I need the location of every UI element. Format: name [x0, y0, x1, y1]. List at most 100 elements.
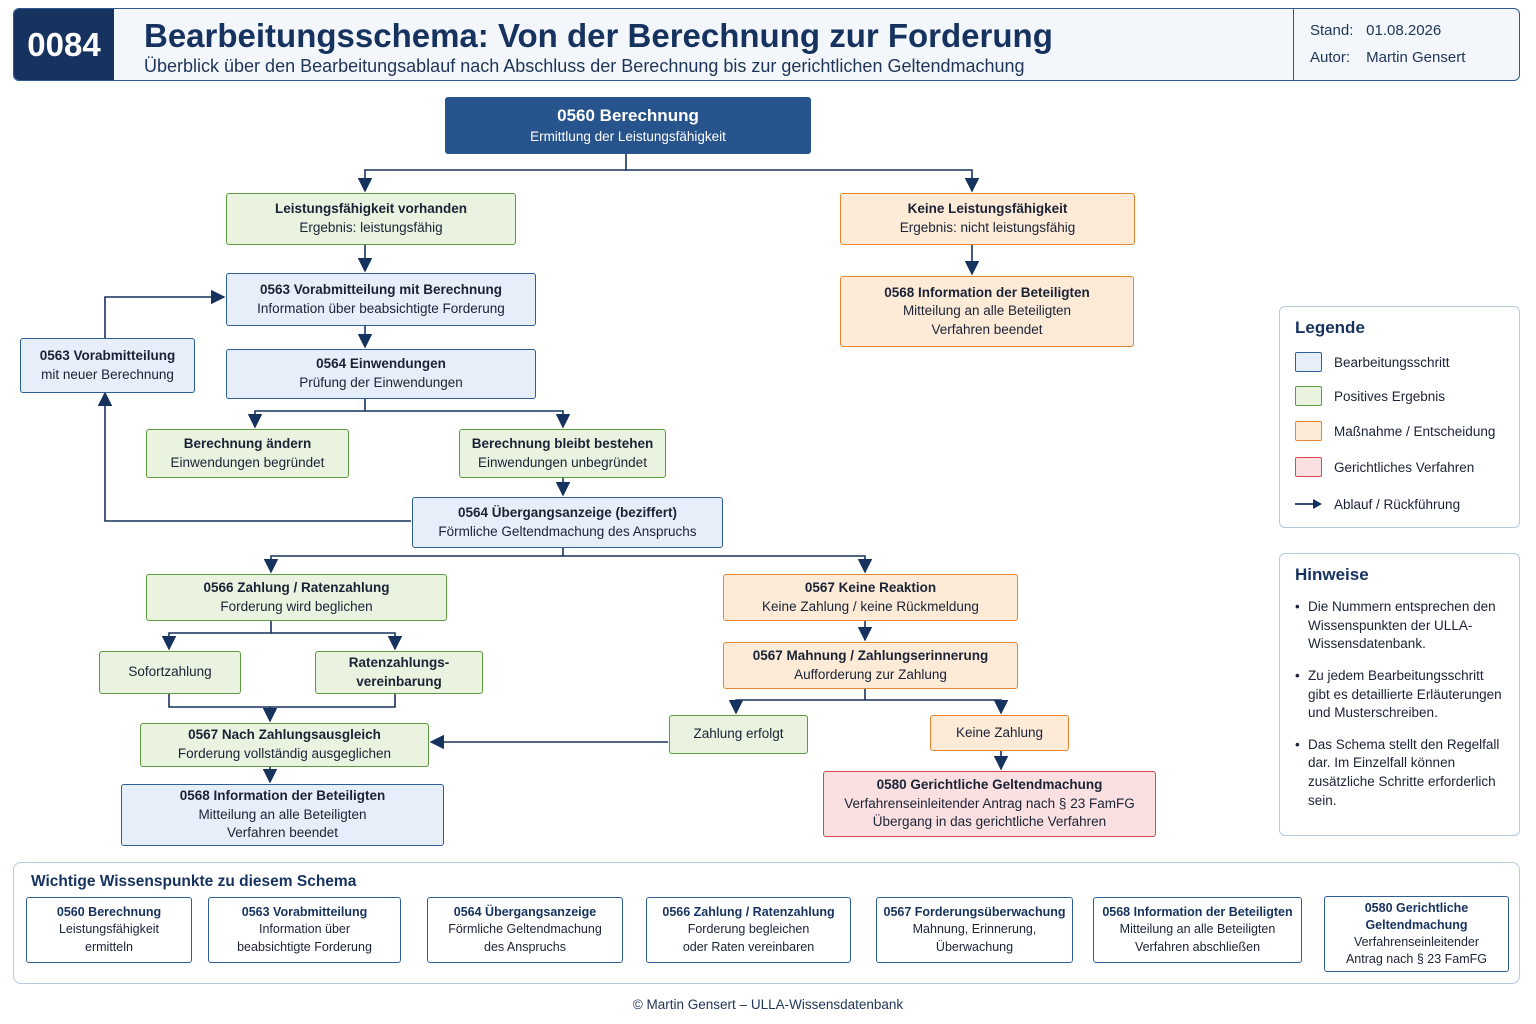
node-0580-gerichtliche-geltendmachung[interactable]: 0580 Gerichtliche Geltendmachung Verfahr… — [823, 771, 1156, 837]
node-nopay-text: Keine Zahlung — [955, 724, 1044, 740]
node-0563-vorabmitteilung[interactable]: 0563 Vorabmitteilung mit Berechnung Info… — [226, 273, 536, 326]
node-0568b-text: Mitteilung an alle Beteiligten — [198, 806, 367, 822]
connector-0560-right — [626, 169, 980, 193]
node-0564-text: Prüfung der Einwendungen — [299, 375, 463, 390]
node-sofortzahlung[interactable]: Sofortzahlung — [99, 651, 241, 694]
knowledge-card-0560[interactable]: 0560 Berechnung Leistungsfähigkeit ermit… — [26, 897, 192, 963]
node-0567c-title: 0567 Nach Zahlungsausgleich — [188, 727, 381, 743]
node-ratenzahlungsvereinbarung[interactable]: Ratenzahlungs- vereinbarung — [315, 651, 483, 694]
footer-copyright: © Martin Gensert – ULLA-Wissensdatenbank — [632, 997, 904, 1012]
legend-swatch-orange — [1295, 421, 1322, 441]
node-0567c-text: Forderung vollständig ausgeglichen — [177, 746, 392, 761]
kp-card-line: Leistungsfähigkeit — [58, 922, 160, 937]
document-id-badge: 0084 — [14, 9, 114, 80]
node-lf-yes-title: Leistungsfähigkeit vorhanden — [274, 201, 468, 217]
node-0567b-title: 0567 Mahnung / Zahlungserinnerung — [752, 647, 989, 663]
node-lf-no-title: Keine Leistungsfähigkeit — [907, 201, 1068, 217]
node-keine-leistungsfaehigkeit[interactable]: Keine Leistungsfähigkeit Ergebnis: nicht… — [840, 193, 1135, 245]
node-0563-neue-berechnung[interactable]: 0563 Vorabmitteilung mit neuer Berechnun… — [20, 338, 195, 393]
legend-swatch-blue — [1295, 352, 1322, 372]
autor-row: Autor: Martin Gensert — [1310, 49, 1519, 76]
node-0563b-title: 0563 Vorabmitteilung — [39, 347, 176, 363]
node-0564-title: 0564 Einwendungen — [316, 356, 446, 372]
node-0567-nach-zahlungsausgleich[interactable]: 0567 Nach Zahlungsausgleich Forderung vo… — [140, 723, 429, 767]
connector-sofort-merge — [168, 694, 278, 723]
node-0567b-text: Aufforderung zur Zahlung — [794, 666, 947, 682]
node-0567-keine-reaktion[interactable]: 0567 Keine Reaktion Keine Zahlung / kein… — [723, 574, 1018, 621]
connector-uebergang-back — [97, 391, 411, 522]
legend-label: Maßnahme / Entscheidung — [1334, 423, 1496, 439]
node-0568-information-right[interactable]: 0568 Information der Beteiligten Mitteil… — [840, 276, 1134, 347]
connector-0564-right — [365, 410, 571, 429]
kp-card-title: 0564 Übergangsanzeige — [453, 905, 597, 920]
page-title: Bearbeitungsschema: Von der Berechnung z… — [144, 17, 1053, 54]
node-0564b-title: 0564 Übergangsanzeige (beziffert) — [457, 504, 678, 520]
legend-item-flow: Ablauf / Rückführung — [1295, 492, 1460, 516]
node-0564-einwendungen[interactable]: 0564 Einwendungen Prüfung der Einwendung… — [226, 349, 536, 399]
kp-card-line: Verfahrenseinleitender — [1353, 935, 1480, 949]
meta-info: Stand: 01.08.2026 Autor: Martin Gensert — [1293, 9, 1519, 80]
legend-label: Ablauf / Rückführung — [1334, 496, 1461, 512]
knowledge-card-0563[interactable]: 0563 Vorabmitteilung Information über be… — [208, 897, 401, 963]
knowledge-points-section: Wichtige Wissenspunkte zu diesem Schema … — [13, 862, 1520, 984]
connector-0567b-split — [728, 689, 866, 715]
stand-value: 01.08.2026 — [1366, 22, 1442, 39]
node-0568-information-left[interactable]: 0568 Information der Beteiligten Mitteil… — [121, 784, 444, 846]
node-raten-title2: vereinbarung — [356, 673, 442, 689]
node-0566-zahlung[interactable]: 0566 Zahlung / Ratenzahlung Forderung wi… — [146, 574, 447, 621]
connector-0564-split — [247, 399, 366, 429]
connector-0560-split — [357, 154, 627, 193]
knowledge-card-0566[interactable]: 0566 Zahlung / Ratenzahlung Forderung be… — [646, 897, 851, 963]
kp-card-line: Verfahren abschließen — [1134, 939, 1261, 954]
knowledge-card-0564[interactable]: 0564 Übergangsanzeige Förmliche Geltendm… — [427, 897, 623, 963]
kp-card-line: Überwachung — [935, 939, 1014, 954]
node-0564-uebergangsanzeige[interactable]: 0564 Übergangsanzeige (beziffert) Förmli… — [412, 497, 723, 548]
legend-label: Bearbeitungsschritt — [1334, 354, 1450, 370]
node-0566-title: 0566 Zahlung / Ratenzahlung — [203, 579, 390, 595]
node-keine-zahlung[interactable]: Keine Zahlung — [930, 715, 1069, 751]
connector-raten-merge — [270, 694, 396, 708]
knowledge-card-0567[interactable]: 0567 Forderungsüberwachung Mahnung, Erin… — [876, 897, 1073, 963]
kp-card-title: 0566 Zahlung / Ratenzahlung — [662, 905, 835, 920]
legend-swatch-red — [1295, 457, 1322, 477]
node-stays-title: Berechnung bleibt bestehen — [471, 435, 654, 451]
knowledge-card-0580[interactable]: 0580 Gerichtliche Geltendmachung Verfahr… — [1324, 896, 1509, 972]
kp-card-title: 0563 Vorabmitteilung — [241, 905, 368, 920]
connector-uebergang-right — [563, 555, 873, 574]
node-paid-text: Zahlung erfolgt — [693, 726, 784, 742]
node-raten-title: Ratenzahlungs- — [348, 654, 450, 670]
note-item: Das Schema stellt den Regelfall dar. Im … — [1295, 736, 1509, 811]
node-0567-mahnung[interactable]: 0567 Mahnung / Zahlungserinnerung Auffor… — [723, 642, 1018, 689]
node-berechnung-aendern[interactable]: Berechnung ändern Einwendungen begründet — [146, 429, 349, 478]
node-0568a-title: 0568 Information der Beteiligten — [884, 284, 1090, 300]
node-lf-yes-text: Ergebnis: leistungsfähig — [299, 220, 443, 235]
node-leistungsfaehigkeit-vorhanden[interactable]: Leistungsfähigkeit vorhanden Ergebnis: l… — [226, 193, 516, 245]
node-0560-berechnung[interactable]: 0560 Berechnung Ermittlung der Leistungs… — [445, 97, 811, 154]
connector-0566-right — [271, 632, 403, 651]
legend-swatch-green — [1295, 386, 1322, 406]
node-0567a-text: Keine Zahlung / keine Rückmeldung — [762, 598, 979, 614]
header: 0084 Bearbeitungsschema: Von der Berechn… — [13, 8, 1520, 81]
autor-label: Autor: — [1310, 49, 1351, 66]
legend-item-step: Bearbeitungsschritt — [1295, 350, 1450, 374]
kp-card-line: Antrag nach § 23 FamFG — [1345, 952, 1488, 967]
node-zahlung-erfolgt[interactable]: Zahlung erfolgt — [669, 715, 808, 754]
knowledge-card-0568[interactable]: 0568 Information der Beteiligten Mitteil… — [1093, 897, 1302, 963]
legend-item-measure: Maßnahme / Entscheidung — [1295, 419, 1495, 443]
kp-card-line: oder Raten vereinbaren — [682, 939, 815, 954]
connector-0567b-right — [865, 699, 1009, 715]
node-0566-text: Forderung wird beglichen — [220, 598, 373, 614]
node-0560-title: 0560 Berechnung — [557, 106, 699, 126]
legend-item-court: Gerichtliches Verfahren — [1295, 455, 1474, 479]
node-0567a-title: 0567 Keine Reaktion — [804, 579, 937, 595]
node-0563b-text: mit neuer Berechnung — [41, 366, 174, 382]
node-berechnung-bleibt-bestehen[interactable]: Berechnung bleibt bestehen Einwendungen … — [459, 429, 666, 478]
node-change-title: Berechnung ändern — [183, 435, 312, 451]
node-0568a-text2: Verfahren beendet — [931, 321, 1043, 337]
knowledge-points-title: Wichtige Wissenspunkte zu diesem Schema — [31, 873, 357, 890]
legend-label: Gerichtliches Verfahren — [1334, 459, 1475, 475]
connector-uebergang-split — [263, 548, 564, 574]
node-0580-text2: Übergang in das gerichtliche Verfahren — [872, 814, 1107, 830]
kp-card-line: Forderung begleichen — [687, 922, 810, 937]
